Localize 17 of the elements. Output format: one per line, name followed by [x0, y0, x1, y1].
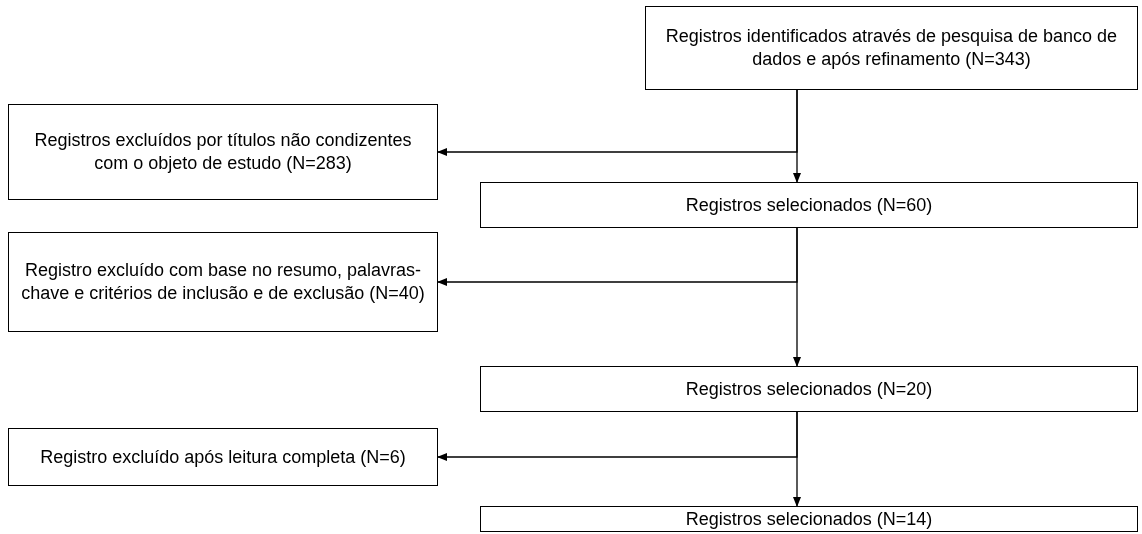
process-box: [480, 182, 1138, 228]
box-text: Registros selecionados (N=14): [685, 507, 933, 531]
process-box: [8, 232, 438, 332]
arrow: [437, 411, 798, 461]
box-text: Registros selecionados (N=60): [685, 193, 933, 217]
box-text: Registros identificados através de pesquisa de banco de dados e após refinamento (N=343): [664, 25, 1119, 71]
box-text: Registros excluídos por títulos não condizentes com o objeto de estudo (N=283): [33, 129, 413, 175]
process-box: [645, 6, 1138, 90]
process-box: [480, 506, 1138, 532]
box-text: Registros selecionados (N=20): [685, 377, 933, 401]
process-box: [8, 104, 438, 200]
arrow: [437, 227, 798, 286]
process-box: [8, 428, 438, 486]
process-box: [480, 366, 1138, 412]
box-text: Registro excluído após leitura completa (N=6): [40, 445, 406, 469]
arrow: [437, 89, 798, 156]
box-text: Registro excluído com base no resumo, palavras-chave e critérios de inclusão e de exclusão (N=40): [20, 259, 426, 305]
